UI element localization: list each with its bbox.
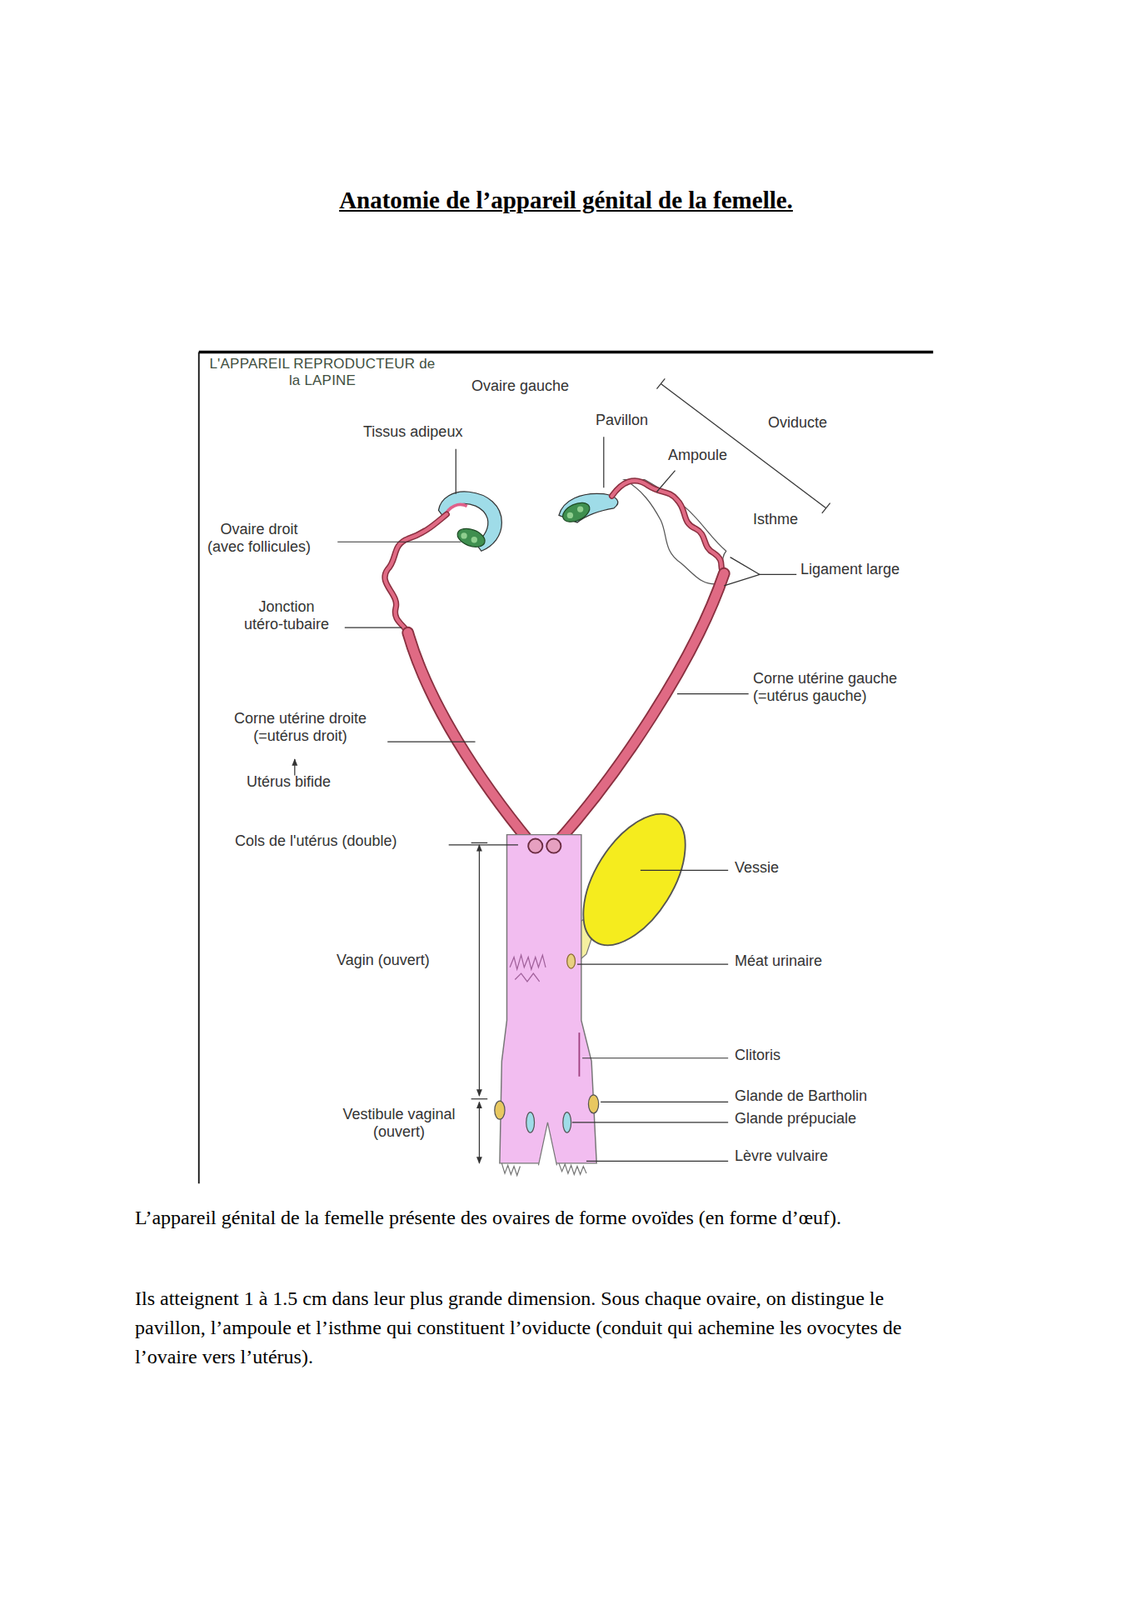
- clitoris: [578, 1032, 580, 1077]
- vulvar-lips: [501, 1162, 587, 1176]
- preputial-gland: [563, 1112, 572, 1132]
- body-paragraph: Ils atteignent 1 à 1.5 cm dans leur plus…: [134, 1283, 954, 1372]
- right-oviduct: [384, 513, 447, 633]
- part-label: Lèvre vulvaire: [734, 1146, 828, 1165]
- part-label: Ovaire gauche: [471, 377, 569, 395]
- vaginal-folds: [509, 954, 546, 982]
- part-label: Vestibule vaginal (ouvert): [336, 1105, 462, 1140]
- leader-line: [572, 1121, 729, 1123]
- right-uterine-horn-fill: [408, 632, 531, 843]
- bladder: [562, 796, 706, 963]
- bracket-tick: [656, 378, 665, 389]
- page-title: Anatomie de l’appareil génital de la fem…: [0, 186, 1132, 215]
- dimension-tick: [471, 1097, 489, 1099]
- part-label: Ovaire droit (avec follicules): [204, 520, 315, 555]
- dimension-line: [478, 844, 480, 1096]
- leader-line: [455, 448, 457, 494]
- follicle: [460, 532, 467, 539]
- left-uterine-horn-fill: [556, 573, 724, 843]
- right-uterine-horn: [408, 632, 531, 843]
- oviducte-bracket: [660, 383, 826, 508]
- part-label: Glande de Bartholin: [734, 1087, 868, 1105]
- left-uterine-horn: [556, 573, 724, 843]
- leader-line: [603, 436, 604, 488]
- part-label: Isthme: [753, 510, 798, 529]
- left-oviduct: [612, 480, 725, 574]
- dimension-line: [478, 1101, 480, 1162]
- left-oviduct-fill: [612, 480, 725, 574]
- bartholin-gland: [494, 1100, 505, 1119]
- dimension-tick: [471, 842, 489, 843]
- part-label: Ampoule: [668, 446, 728, 464]
- frame-top: [199, 350, 934, 355]
- part-label: Utérus bifide: [246, 772, 331, 791]
- part-label: Vagin (ouvert): [336, 951, 430, 969]
- part-label: Méat urinaire: [734, 952, 823, 970]
- cervix: [546, 838, 561, 853]
- part-label: Glande prépuciale: [734, 1109, 857, 1128]
- part-label: Vessie: [734, 858, 779, 877]
- left-ovary: [559, 498, 593, 526]
- part-label: Corne utérine gauche (=utérus gauche): [753, 669, 912, 704]
- vagina: [499, 834, 597, 1163]
- leader-lines: [294, 378, 831, 1163]
- cervix: [528, 838, 543, 853]
- urinary-meatus: [567, 953, 576, 968]
- part-label: Oviducte: [767, 413, 828, 432]
- leader-line: [723, 557, 797, 586]
- leader-line: [387, 741, 475, 743]
- leader-line: [337, 541, 461, 543]
- pointer-arrow: [294, 758, 295, 776]
- follicle: [567, 512, 574, 519]
- part-label: Clitoris: [734, 1046, 781, 1064]
- leader-line: [344, 626, 403, 628]
- right-ovary: [454, 524, 488, 550]
- leader-line: [582, 1057, 729, 1058]
- frame-left: [198, 352, 200, 1184]
- follicle: [471, 536, 478, 543]
- vestibule-notch: [538, 1122, 557, 1165]
- part-label: Jonction utéro-tubaire: [240, 598, 333, 633]
- leader-line: [577, 963, 729, 965]
- part-label: Pavillon: [595, 411, 649, 429]
- part-label: Corne utérine droite (=utérus droit): [227, 709, 374, 744]
- leader-line: [600, 1101, 729, 1103]
- part-label: Tissus adipeux: [363, 423, 463, 441]
- figure-title: L'APPAREIL REPRODUCTEUR de la LAPINE: [209, 355, 436, 389]
- right-oviduct-fill: [384, 513, 447, 633]
- part-label: Cols de l'utérus (double): [234, 832, 398, 850]
- leader-line: [586, 1160, 729, 1162]
- bracket-tick: [822, 503, 831, 514]
- leader-line: [640, 869, 729, 871]
- follicle: [577, 505, 584, 512]
- leader-line: [656, 470, 675, 493]
- body-paragraph: L’appareil génital de la femelle présent…: [134, 1202, 954, 1232]
- preputial-gland: [526, 1112, 535, 1132]
- leader-line: [677, 693, 749, 694]
- part-label: Ligament large: [800, 560, 900, 579]
- leader-line: [448, 843, 519, 845]
- bartholin-gland: [588, 1094, 599, 1113]
